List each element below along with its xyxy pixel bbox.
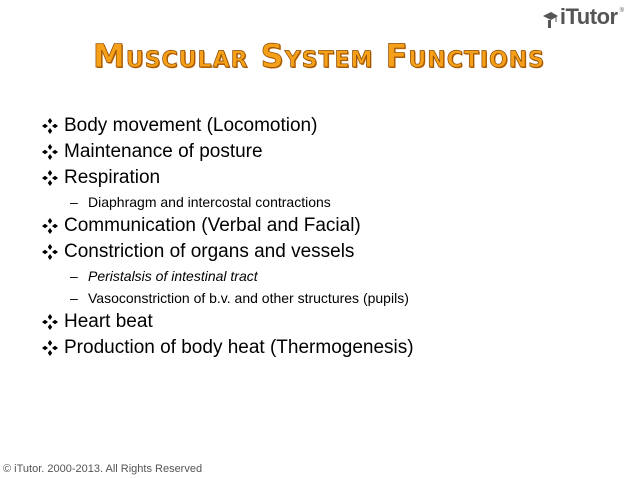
diamond-bullet-icon: [42, 144, 58, 160]
list-item: Communication (Verbal and Facial): [42, 213, 622, 239]
sub-list-item-text: Diaphragm and intercostal contractions: [88, 194, 331, 210]
list-item: Maintenance of posture: [42, 139, 622, 165]
sub-list-item-text: Vasoconstriction of b.v. and other struc…: [88, 290, 409, 306]
sub-list-item: – Diaphragm and intercostal contractions: [42, 191, 622, 213]
registered-mark: ®: [619, 8, 624, 14]
list-item: Body movement (Locomotion): [42, 113, 622, 139]
list-item: Production of body heat (Thermogenesis): [42, 335, 622, 361]
sub-marker: –: [70, 268, 78, 284]
diamond-bullet-icon: [42, 218, 58, 234]
list-item-text: Respiration: [64, 167, 161, 188]
list-item-text: Heart beat: [64, 311, 153, 332]
diamond-bullet-icon: [42, 244, 58, 260]
list-item-text: Constriction of organs and vessels: [64, 241, 355, 262]
page-title: Muscular System Functions: [92, 37, 545, 75]
sub-marker: –: [70, 194, 78, 210]
sub-list-item: – Vasoconstriction of b.v. and other str…: [42, 287, 622, 309]
diamond-bullet-icon: [42, 314, 58, 330]
copyright-footer: © iTutor. 2000-2013. All Rights Reserved: [3, 463, 203, 475]
diamond-bullet-icon: [42, 118, 58, 134]
list-item: Respiration: [42, 165, 622, 191]
list-item: Heart beat: [42, 309, 622, 335]
diamond-bullet-icon: [42, 340, 58, 356]
list-item-text: Body movement (Locomotion): [64, 115, 318, 136]
itutor-logo: iTutor ®: [542, 6, 624, 28]
sub-marker: –: [70, 290, 78, 306]
list-item-text: Communication (Verbal and Facial): [64, 215, 361, 236]
list-item-text: Production of body heat (Thermogenesis): [64, 337, 414, 358]
list-item: Constriction of organs and vessels: [42, 239, 622, 265]
graduation-cap-icon: [542, 12, 558, 28]
sub-list-item-text: Peristalsis of intestinal tract: [88, 268, 258, 284]
logo-text: iTutor: [559, 4, 618, 29]
list-item-text: Maintenance of posture: [64, 141, 263, 162]
diamond-bullet-icon: [42, 170, 58, 186]
sub-list-item: – Peristalsis of intestinal tract: [42, 265, 622, 287]
bullet-list: Body movement (Locomotion) Maintenance o…: [42, 113, 622, 361]
